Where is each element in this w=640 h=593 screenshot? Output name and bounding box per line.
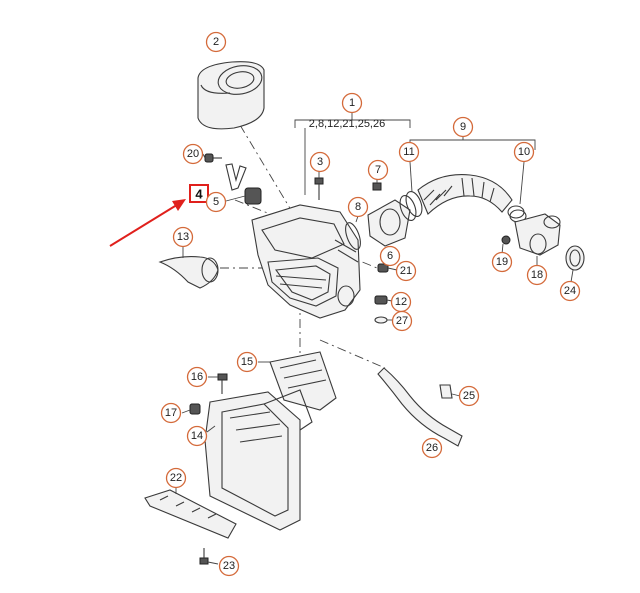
callout-label: 6 <box>387 250 393 262</box>
callout-7: 7 <box>367 159 389 181</box>
callout-label: 8 <box>355 201 361 213</box>
bolt-16 <box>208 373 228 394</box>
flange-6 <box>367 199 411 250</box>
callout-8: 8 <box>347 196 369 218</box>
callout-9: 9 <box>452 116 474 138</box>
callout-22: 22 <box>165 467 187 489</box>
callout-label: 15 <box>241 356 253 368</box>
air-filter-element <box>197 61 265 130</box>
group-label: 2,8,12,21,25,26 <box>309 118 385 130</box>
callout-label: 22 <box>170 472 182 484</box>
screw-23 <box>199 548 219 565</box>
callout-label: 18 <box>531 269 543 281</box>
callout-label: 11 <box>403 146 414 158</box>
washer-27 <box>374 316 392 324</box>
callout-label: 12 <box>395 296 407 308</box>
callout-1: 1 <box>341 92 363 114</box>
callout-21: 21 <box>395 260 417 282</box>
callout-10: 10 <box>513 141 535 163</box>
callout-label: 3 <box>317 156 323 168</box>
callout-27: 27 <box>391 310 413 332</box>
callout-label: 9 <box>460 121 466 133</box>
highlight-label: 4 <box>195 187 203 202</box>
callout-5: 5 <box>205 191 227 213</box>
bolt-3 <box>314 170 324 200</box>
callout-label: 25 <box>463 390 475 402</box>
callout-label: 21 <box>400 265 412 277</box>
callout-18: 18 <box>526 264 548 286</box>
hose-clamp-11 <box>399 161 423 221</box>
callout-label: 20 <box>187 148 199 160</box>
callout-label: 1 <box>349 97 355 109</box>
callout-2: 2 <box>205 31 227 53</box>
callout-17: 17 <box>160 402 182 424</box>
callout-11: 11 <box>398 141 420 163</box>
hose-clamp-10 <box>507 161 527 223</box>
drain-hose-26 <box>377 367 463 448</box>
nut-17 <box>181 403 201 415</box>
callout-label: 23 <box>223 560 235 572</box>
callout-24: 24 <box>559 280 581 302</box>
callout-label: 26 <box>426 442 438 454</box>
highlight-box-4: 4 <box>189 184 209 203</box>
callout-26: 26 <box>421 437 443 459</box>
callout-20: 20 <box>182 143 204 165</box>
callout-15: 15 <box>236 351 258 373</box>
callout-label: 24 <box>564 285 576 297</box>
callout-23: 23 <box>218 555 240 577</box>
callout-14: 14 <box>186 425 208 447</box>
lower-duct-14 <box>204 389 313 531</box>
intake-scoop <box>158 245 219 289</box>
callout-12: 12 <box>390 291 412 313</box>
coupling-24 <box>565 245 585 283</box>
air-filter-housing <box>251 204 361 319</box>
callout-label: 16 <box>191 371 203 383</box>
callout-label: 10 <box>518 146 530 158</box>
callout-label: 14 <box>191 430 203 442</box>
callout-3: 3 <box>309 151 331 173</box>
callout-label: 13 <box>177 231 189 243</box>
callout-25: 25 <box>458 385 480 407</box>
callout-label: 2 <box>213 36 219 48</box>
callout-6: 6 <box>379 245 401 267</box>
callout-19: 19 <box>491 251 513 273</box>
grommet-21 <box>377 263 398 273</box>
clip-25 <box>439 384 461 399</box>
callout-label: 5 <box>213 196 219 208</box>
callout-label: 19 <box>496 256 508 268</box>
callout-label: 17 <box>165 407 177 419</box>
callout-label: 27 <box>396 315 408 327</box>
callout-label: 7 <box>375 164 381 176</box>
red-arrow-icon <box>109 199 186 247</box>
grille-22 <box>144 488 237 539</box>
callout-16: 16 <box>186 366 208 388</box>
callout-13: 13 <box>172 226 194 248</box>
bushing-12 <box>374 295 393 305</box>
clip-assembly <box>202 153 262 205</box>
air-hose <box>417 174 513 215</box>
connector-18 <box>501 213 561 266</box>
